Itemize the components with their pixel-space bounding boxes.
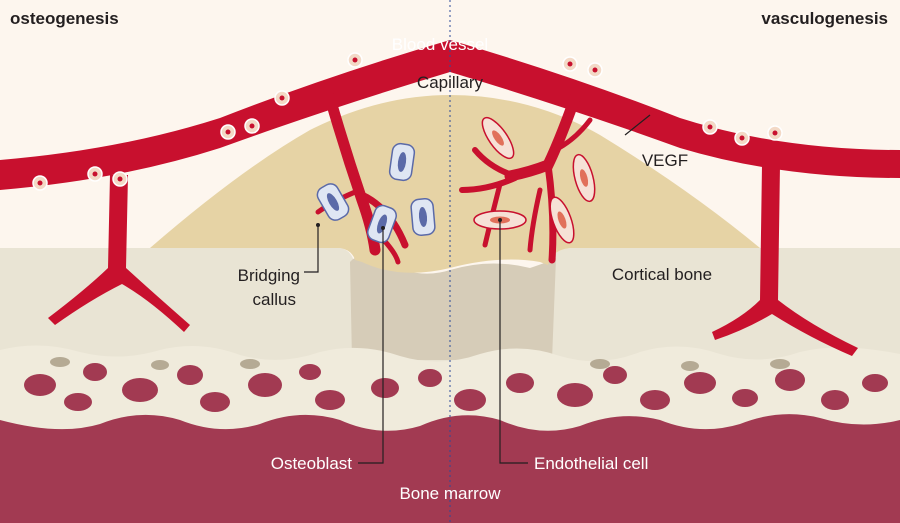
endothelial-cells xyxy=(473,116,596,244)
label-endothelial-cell: Endothelial cell xyxy=(534,454,648,473)
fracture-gap xyxy=(350,256,556,360)
red-blood-cells xyxy=(32,52,783,191)
label-vegf: VEGF xyxy=(642,151,688,170)
osteoblast-cells xyxy=(316,142,436,244)
header-vasculogenesis: vasculogenesis xyxy=(761,9,888,28)
label-osteoblast: Osteoblast xyxy=(271,454,353,473)
trabecular-bone xyxy=(0,345,900,431)
label-bone-marrow: Bone marrow xyxy=(399,484,501,503)
label-blood-vessel: Blood vessel xyxy=(392,35,488,54)
label-bridging-callus-line2: callus xyxy=(253,290,296,309)
label-bridging-callus-line1: Bridging xyxy=(238,266,300,285)
header-osteogenesis: osteogenesis xyxy=(10,9,119,28)
bridging-callus xyxy=(150,95,760,273)
leader-lines xyxy=(304,114,651,464)
label-cortical-bone: Cortical bone xyxy=(612,265,712,284)
label-capillary: Capillary xyxy=(417,73,484,92)
